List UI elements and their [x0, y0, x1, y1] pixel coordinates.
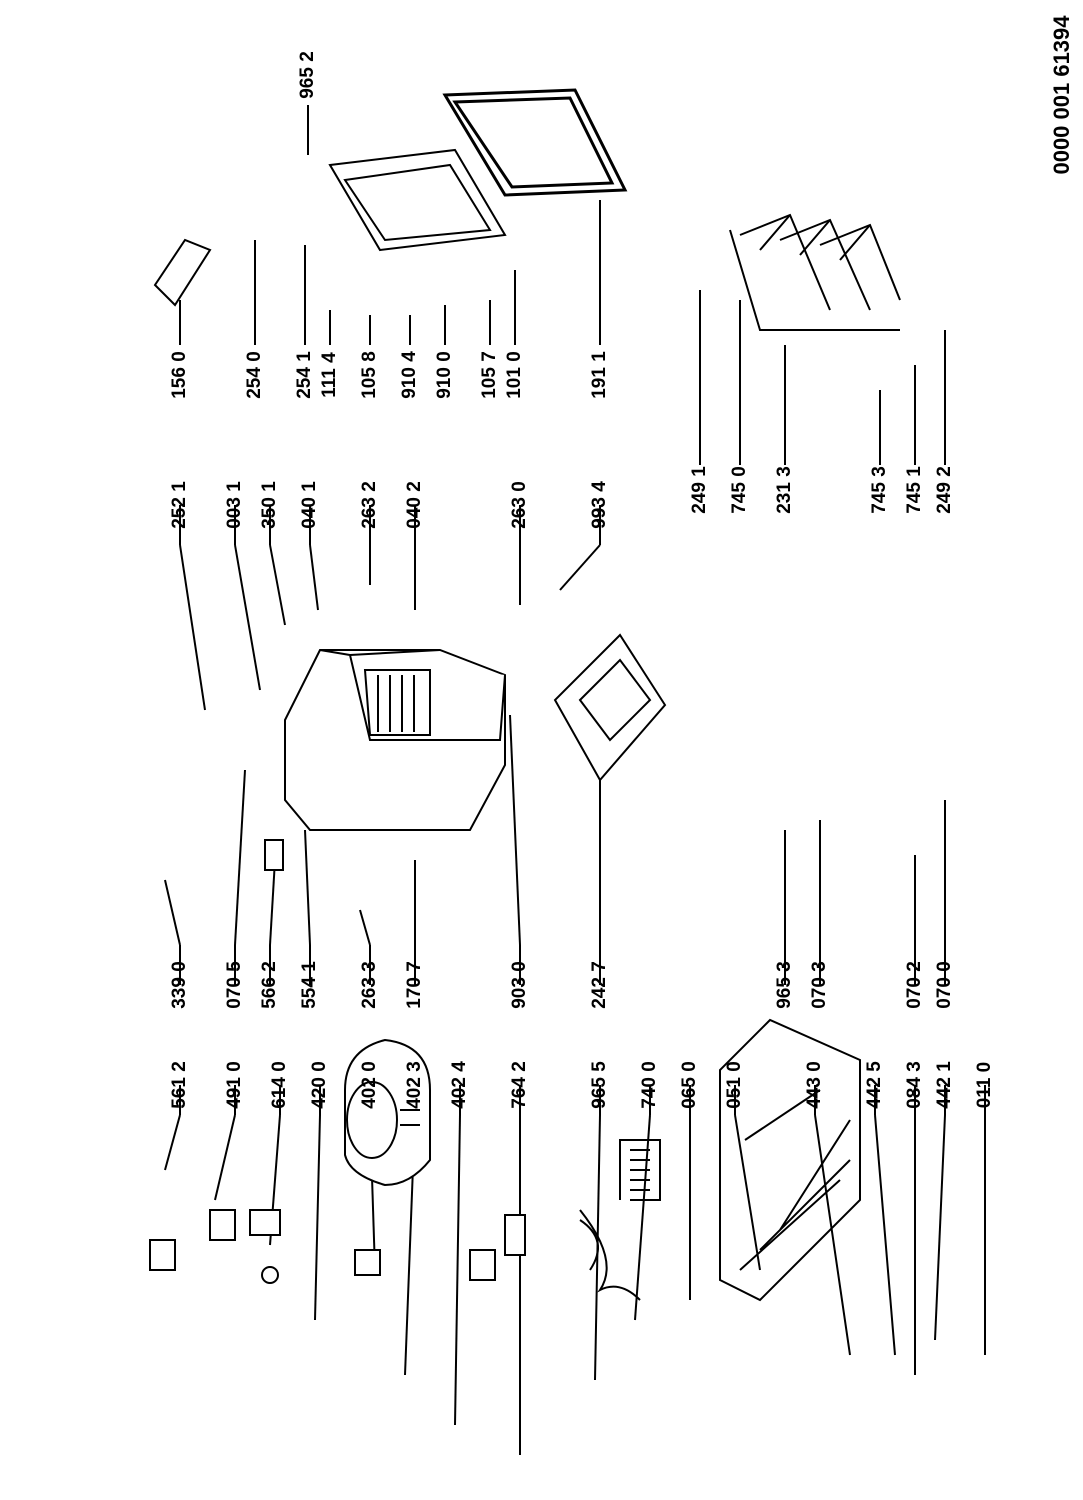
part-label: 105 7: [479, 351, 500, 399]
cabinet-drawing: [284, 649, 506, 831]
part-label: 263 0: [509, 481, 530, 529]
part-label: 191 1: [589, 351, 610, 399]
part-label: 040 1: [299, 481, 320, 529]
part-label: 740 0: [639, 1061, 660, 1109]
part-label: 051 0: [724, 1061, 745, 1109]
part-label: 764 2: [509, 1061, 530, 1109]
part-label: 011 0: [974, 1061, 995, 1109]
part-label: 070 0: [934, 961, 955, 1009]
part-label: 263 2: [359, 481, 380, 529]
part-label: 111 4: [319, 352, 340, 398]
part-label: 101 0: [504, 351, 525, 399]
part-label: 442 1: [934, 1061, 955, 1109]
small-parts-drawing: [149, 839, 526, 1284]
part-label: 402 3: [404, 1061, 425, 1109]
part-label: 910 0: [434, 351, 455, 399]
part-label: 003 1: [224, 481, 245, 529]
part-label: 614 0: [269, 1061, 290, 1109]
part-label: 965 2: [297, 51, 318, 99]
part-label: 070 5: [224, 961, 245, 1009]
part-label: 231 3: [774, 466, 795, 514]
part-label: 420 0: [309, 1061, 330, 1109]
part-label: 402 0: [359, 1061, 380, 1109]
part-label: 965 3: [774, 961, 795, 1009]
part-label: 910 4: [399, 351, 420, 399]
part-label: 402 4: [449, 1061, 470, 1109]
part-label: 254 1: [294, 351, 315, 399]
tray-drawing: [553, 633, 667, 782]
ice-tray-drawing: [153, 238, 212, 307]
document-number: 0000 001 61394: [1049, 15, 1074, 175]
baskets-drawing: [729, 213, 901, 331]
base-frame-drawing: [719, 1018, 861, 1302]
part-label: 745 3: [869, 466, 890, 514]
part-label: 442 5: [864, 1061, 885, 1109]
lid-drawing: [328, 148, 507, 252]
part-label: 903 0: [509, 961, 530, 1009]
part-label: 170 7: [404, 961, 425, 1009]
part-label: 065 0: [679, 1061, 700, 1109]
part-label: 263 3: [359, 961, 380, 1009]
part-label: 105 8: [359, 351, 380, 399]
part-label: 443 0: [804, 1061, 825, 1109]
part-label: 249 1: [689, 466, 710, 514]
part-label: 084 3: [904, 1061, 925, 1109]
compressor-drawing: [344, 1038, 431, 1187]
part-label: 965 5: [589, 1061, 610, 1109]
part-label: 249 2: [934, 466, 955, 514]
part-label: 070 3: [809, 961, 830, 1009]
leader-lines: [164, 105, 986, 1455]
part-label: 040 2: [404, 481, 425, 529]
part-label: 070 2: [904, 961, 925, 1009]
condenser-drawing: [579, 1139, 661, 1301]
part-label: 242 7: [589, 961, 610, 1009]
part-label: 339 0: [169, 961, 190, 1009]
part-label: 561 2: [169, 1061, 190, 1109]
part-label: 745 0: [729, 466, 750, 514]
part-label: 554 1: [299, 961, 320, 1009]
part-label: 566 2: [259, 961, 280, 1009]
part-label: 156 0: [169, 351, 190, 399]
part-label: 252 1: [169, 481, 190, 529]
part-label: 993 4: [589, 481, 610, 529]
part-label: 491 0: [224, 1061, 245, 1109]
part-label: 254 0: [244, 351, 265, 399]
gasket-drawing: [442, 88, 628, 197]
part-label: 745 1: [904, 466, 925, 514]
part-label: 350 1: [259, 481, 280, 529]
